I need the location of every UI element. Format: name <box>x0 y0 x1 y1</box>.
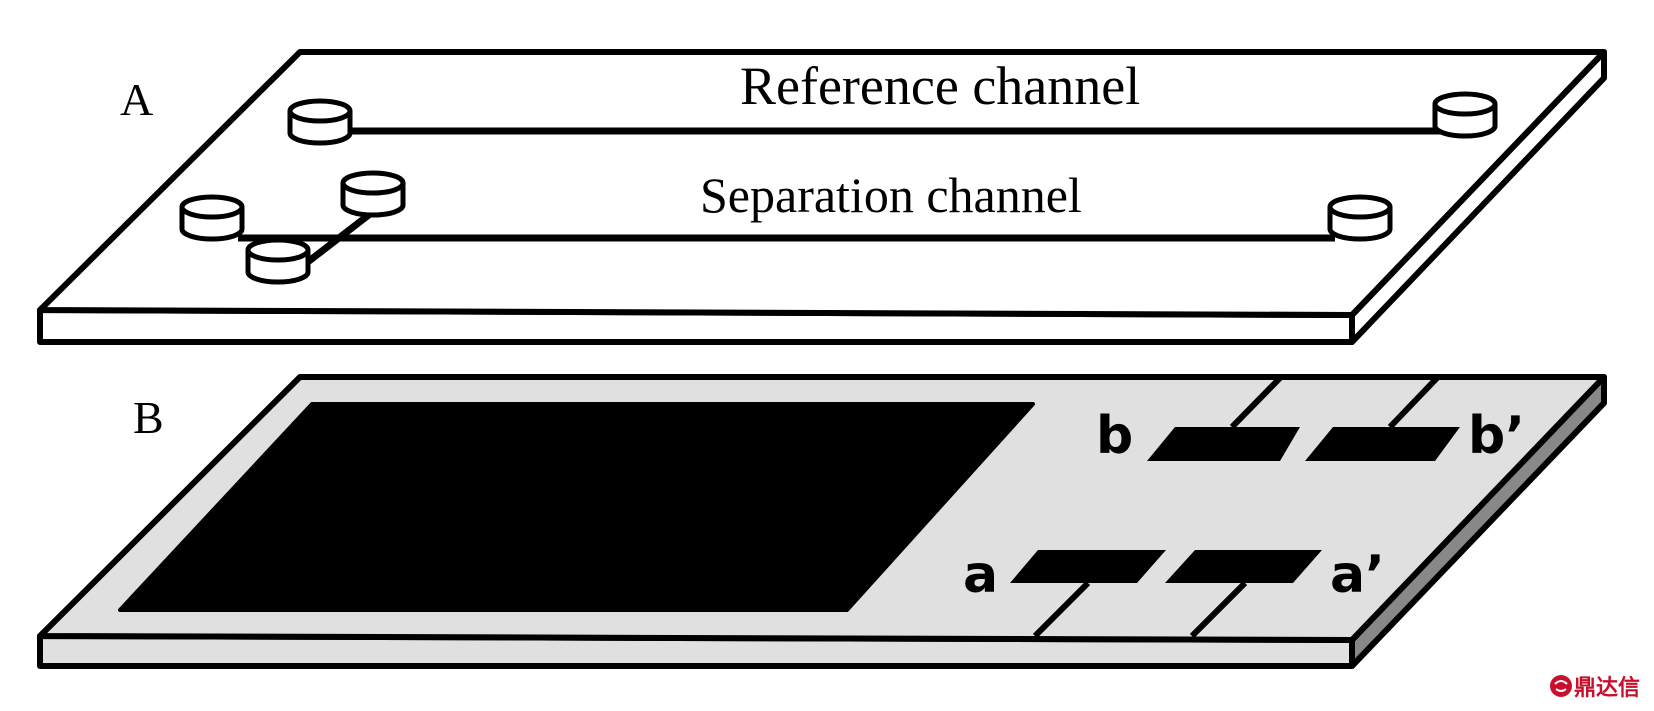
electrode-b-prime-label: b’ <box>1468 406 1525 466</box>
panel-b-label: B <box>133 392 164 443</box>
main-electrode-pad <box>118 402 1035 612</box>
electrode-b-prime-lead <box>1387 375 1440 430</box>
panel-a-label: A <box>120 74 153 125</box>
reservoir <box>1327 194 1393 242</box>
electrode-b-pad <box>1147 427 1300 461</box>
reservoir <box>287 98 353 146</box>
reference-channel-label: Reference channel <box>740 56 1140 116</box>
panel-b: B b b’ a a’ <box>37 374 1607 669</box>
watermark-logo-icon <box>1550 675 1572 697</box>
electrode-a-label: a <box>963 545 998 605</box>
electrode-a-pad <box>1010 550 1166 583</box>
electrode-b-label: b <box>1096 406 1133 466</box>
reservoir <box>245 237 311 285</box>
electrode-a-prime-label: a’ <box>1330 545 1385 605</box>
chip-top-face <box>37 49 1607 318</box>
reservoir <box>179 194 245 242</box>
electrode-a-lead <box>1032 580 1091 639</box>
separation-channel-label: Separation channel <box>700 167 1082 223</box>
electrode-a-prime-pad <box>1165 550 1322 583</box>
panel-a: A Reference channel Separation channel <box>37 49 1607 345</box>
electrode-b-prime-pad <box>1305 427 1460 461</box>
separation-channel-branch <box>297 211 373 271</box>
electrode-b-lead <box>1229 375 1283 430</box>
watermark: 鼎达信 <box>1550 675 1640 701</box>
reservoir <box>1432 91 1498 139</box>
electrode-a-prime-lead <box>1189 580 1248 639</box>
watermark-text: 鼎达信 <box>1574 675 1640 701</box>
reservoir <box>340 170 406 218</box>
